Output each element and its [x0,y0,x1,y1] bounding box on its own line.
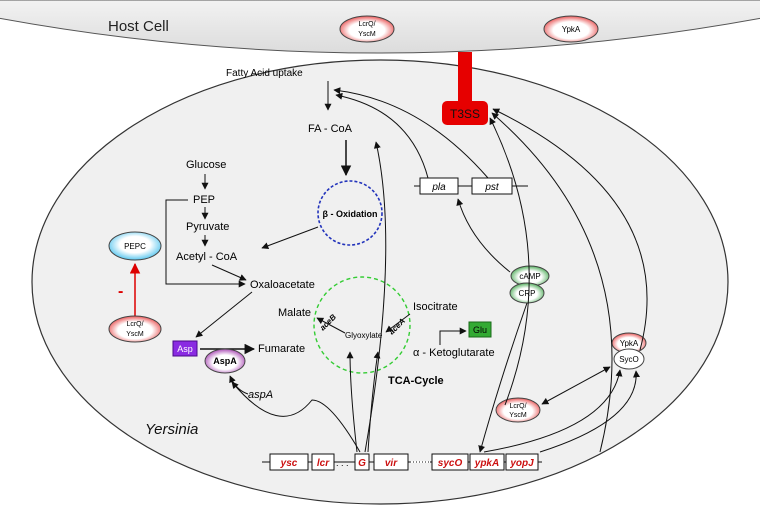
arrow-pep-to-oxalo [165,199,246,288]
gene-dots: . . . [336,458,349,468]
pep-label: PEP [193,194,215,206]
yersinia-cell [31,59,729,505]
svg-text:PEPC: PEPC [124,242,146,251]
svg-text:G: G [358,458,366,469]
host-lcrq-protein: LcrQ/ YscM [339,15,395,43]
svg-text:Glu: Glu [473,325,487,335]
pst-gene: pst [471,177,513,195]
arrow-acetyl-to-oxalo [211,264,247,281]
svg-text:lcr: lcr [317,458,330,469]
gene-ypka: ypkA [469,453,505,471]
oxaloacetate-label: Oxaloacetate [250,279,315,291]
ypka-syco-complex: YpkA SycO [611,332,647,370]
arrow-crp-to-ypka [478,302,528,453]
svg-text:pst: pst [484,182,500,193]
svg-text:SycO: SycO [619,355,639,364]
svg-text:YpkA: YpkA [562,25,581,34]
svg-text:LcrQ/: LcrQ/ [126,321,143,328]
gene-yopj: yopJ [505,453,539,471]
arrow-beta-to-acetyl [261,226,319,250]
gene-g: G [354,453,370,471]
camp-crp-complex: cAMP CRP [509,265,550,304]
gene-syco: sycO [431,453,469,471]
svg-text:YscM: YscM [358,31,376,38]
glucose-label: Glucose [186,159,226,171]
svg-text:pla: pla [431,182,446,193]
svg-text:vir: vir [385,458,398,469]
glyoxylate-label: Glyoxylate [345,331,383,340]
pla-gene: pla [419,177,459,195]
gene-ysc: ysc [269,453,309,471]
svg-text:AspA: AspA [213,356,237,366]
svg-text:LcrQ/: LcrQ/ [509,403,526,410]
pyruvate-label: Pyruvate [186,221,229,233]
t3ss-secretion-system: T3SS [442,52,488,125]
pepc-protein: PEPC [108,231,162,261]
svg-text:ysc: ysc [280,458,298,469]
gene-vir: vir [373,453,409,471]
beta-oxidation-label: β - Oxidation [323,209,378,219]
glu-box: Glu [468,321,492,338]
fumarate-label: Fumarate [258,343,305,355]
svg-text:YpkA: YpkA [620,339,639,348]
svg-text:ypkA: ypkA [474,458,499,469]
svg-text:CRP: CRP [519,289,536,298]
repression-sign: - [118,283,123,300]
tca-cycle-ring [313,276,411,374]
arrow-oxalo-to-asp [195,291,253,338]
acetyl-coa-label: Acetyl - CoA [176,251,238,263]
arrow-to-glu [439,327,467,345]
svg-text:sycO: sycO [438,458,463,469]
aspa-protein: AspA [204,348,246,374]
host-ypka-protein: YpkA [543,15,599,43]
right-lcrq-protein: LcrQ/ YscM [495,397,541,423]
malate-label: Malate [278,307,311,319]
fa-coa-label: FA - CoA [308,123,353,135]
arrow-crp-to-pla [456,198,511,273]
svg-text:T3SS: T3SS [450,107,480,121]
aspa-gene-label: aspA [248,389,273,401]
pepc-regulator-lcrq: LcrQ/ YscM [108,315,162,343]
host-cell-label: Host Cell [108,18,169,35]
svg-text:YscM: YscM [126,331,144,338]
gene-lcr: lcr [311,453,335,471]
svg-text:cAMP: cAMP [519,272,540,281]
ketoglutarate-label: α - Ketoglutarate [413,347,495,359]
svg-text:YscM: YscM [509,412,527,419]
svg-text:LcrQ/: LcrQ/ [358,21,375,28]
asp-box: Asp [172,340,198,357]
svg-text:Asp: Asp [177,344,193,354]
tca-cycle-label: TCA-Cycle [388,375,444,387]
bacterium-label: Yersinia [145,421,198,438]
isocitrate-label: Isocitrate [413,301,458,313]
svg-text:yopJ: yopJ [509,458,534,469]
beta-oxidation-ring [317,180,383,246]
fatty-acid-uptake-label: Fatty Acid uptake [226,68,303,79]
